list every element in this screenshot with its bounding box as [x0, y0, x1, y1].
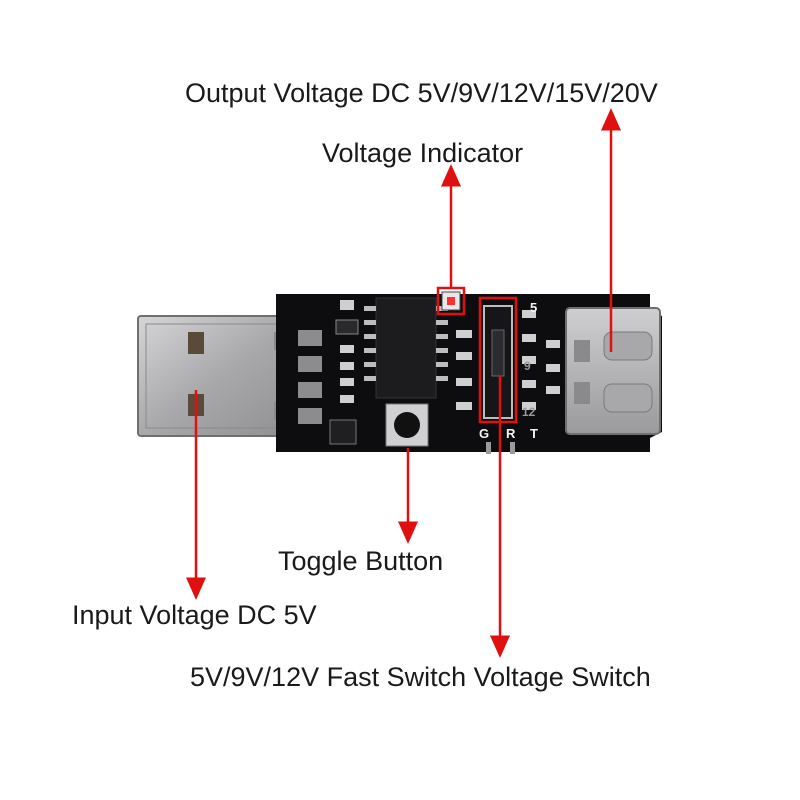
- toggle-button-label: Toggle Button: [278, 546, 444, 576]
- plug-hole-top: [188, 332, 204, 354]
- ic-chip: [375, 297, 437, 399]
- switch-highlight-box: [478, 296, 518, 424]
- silk-9: 9: [524, 359, 531, 373]
- pcb-board: 5 9 12 G R T: [276, 286, 662, 454]
- voltage-indicator-label: Voltage Indicator: [322, 138, 524, 168]
- silk-t: T: [530, 426, 538, 441]
- usb-a-receptacle: [565, 307, 661, 435]
- silk-g: G: [479, 426, 489, 441]
- silk-5: 5: [530, 300, 537, 315]
- fast-switch-label: 5V/9V/12V Fast Switch Voltage Switch: [190, 662, 651, 692]
- silk-12: 12: [522, 405, 536, 419]
- output-voltage-label: Output Voltage DC 5V/9V/12V/15V/20V: [185, 78, 658, 108]
- silk-r: R: [506, 426, 516, 441]
- input-voltage-label: Input Voltage DC 5V: [72, 600, 317, 630]
- usb-a-plug: [137, 315, 299, 437]
